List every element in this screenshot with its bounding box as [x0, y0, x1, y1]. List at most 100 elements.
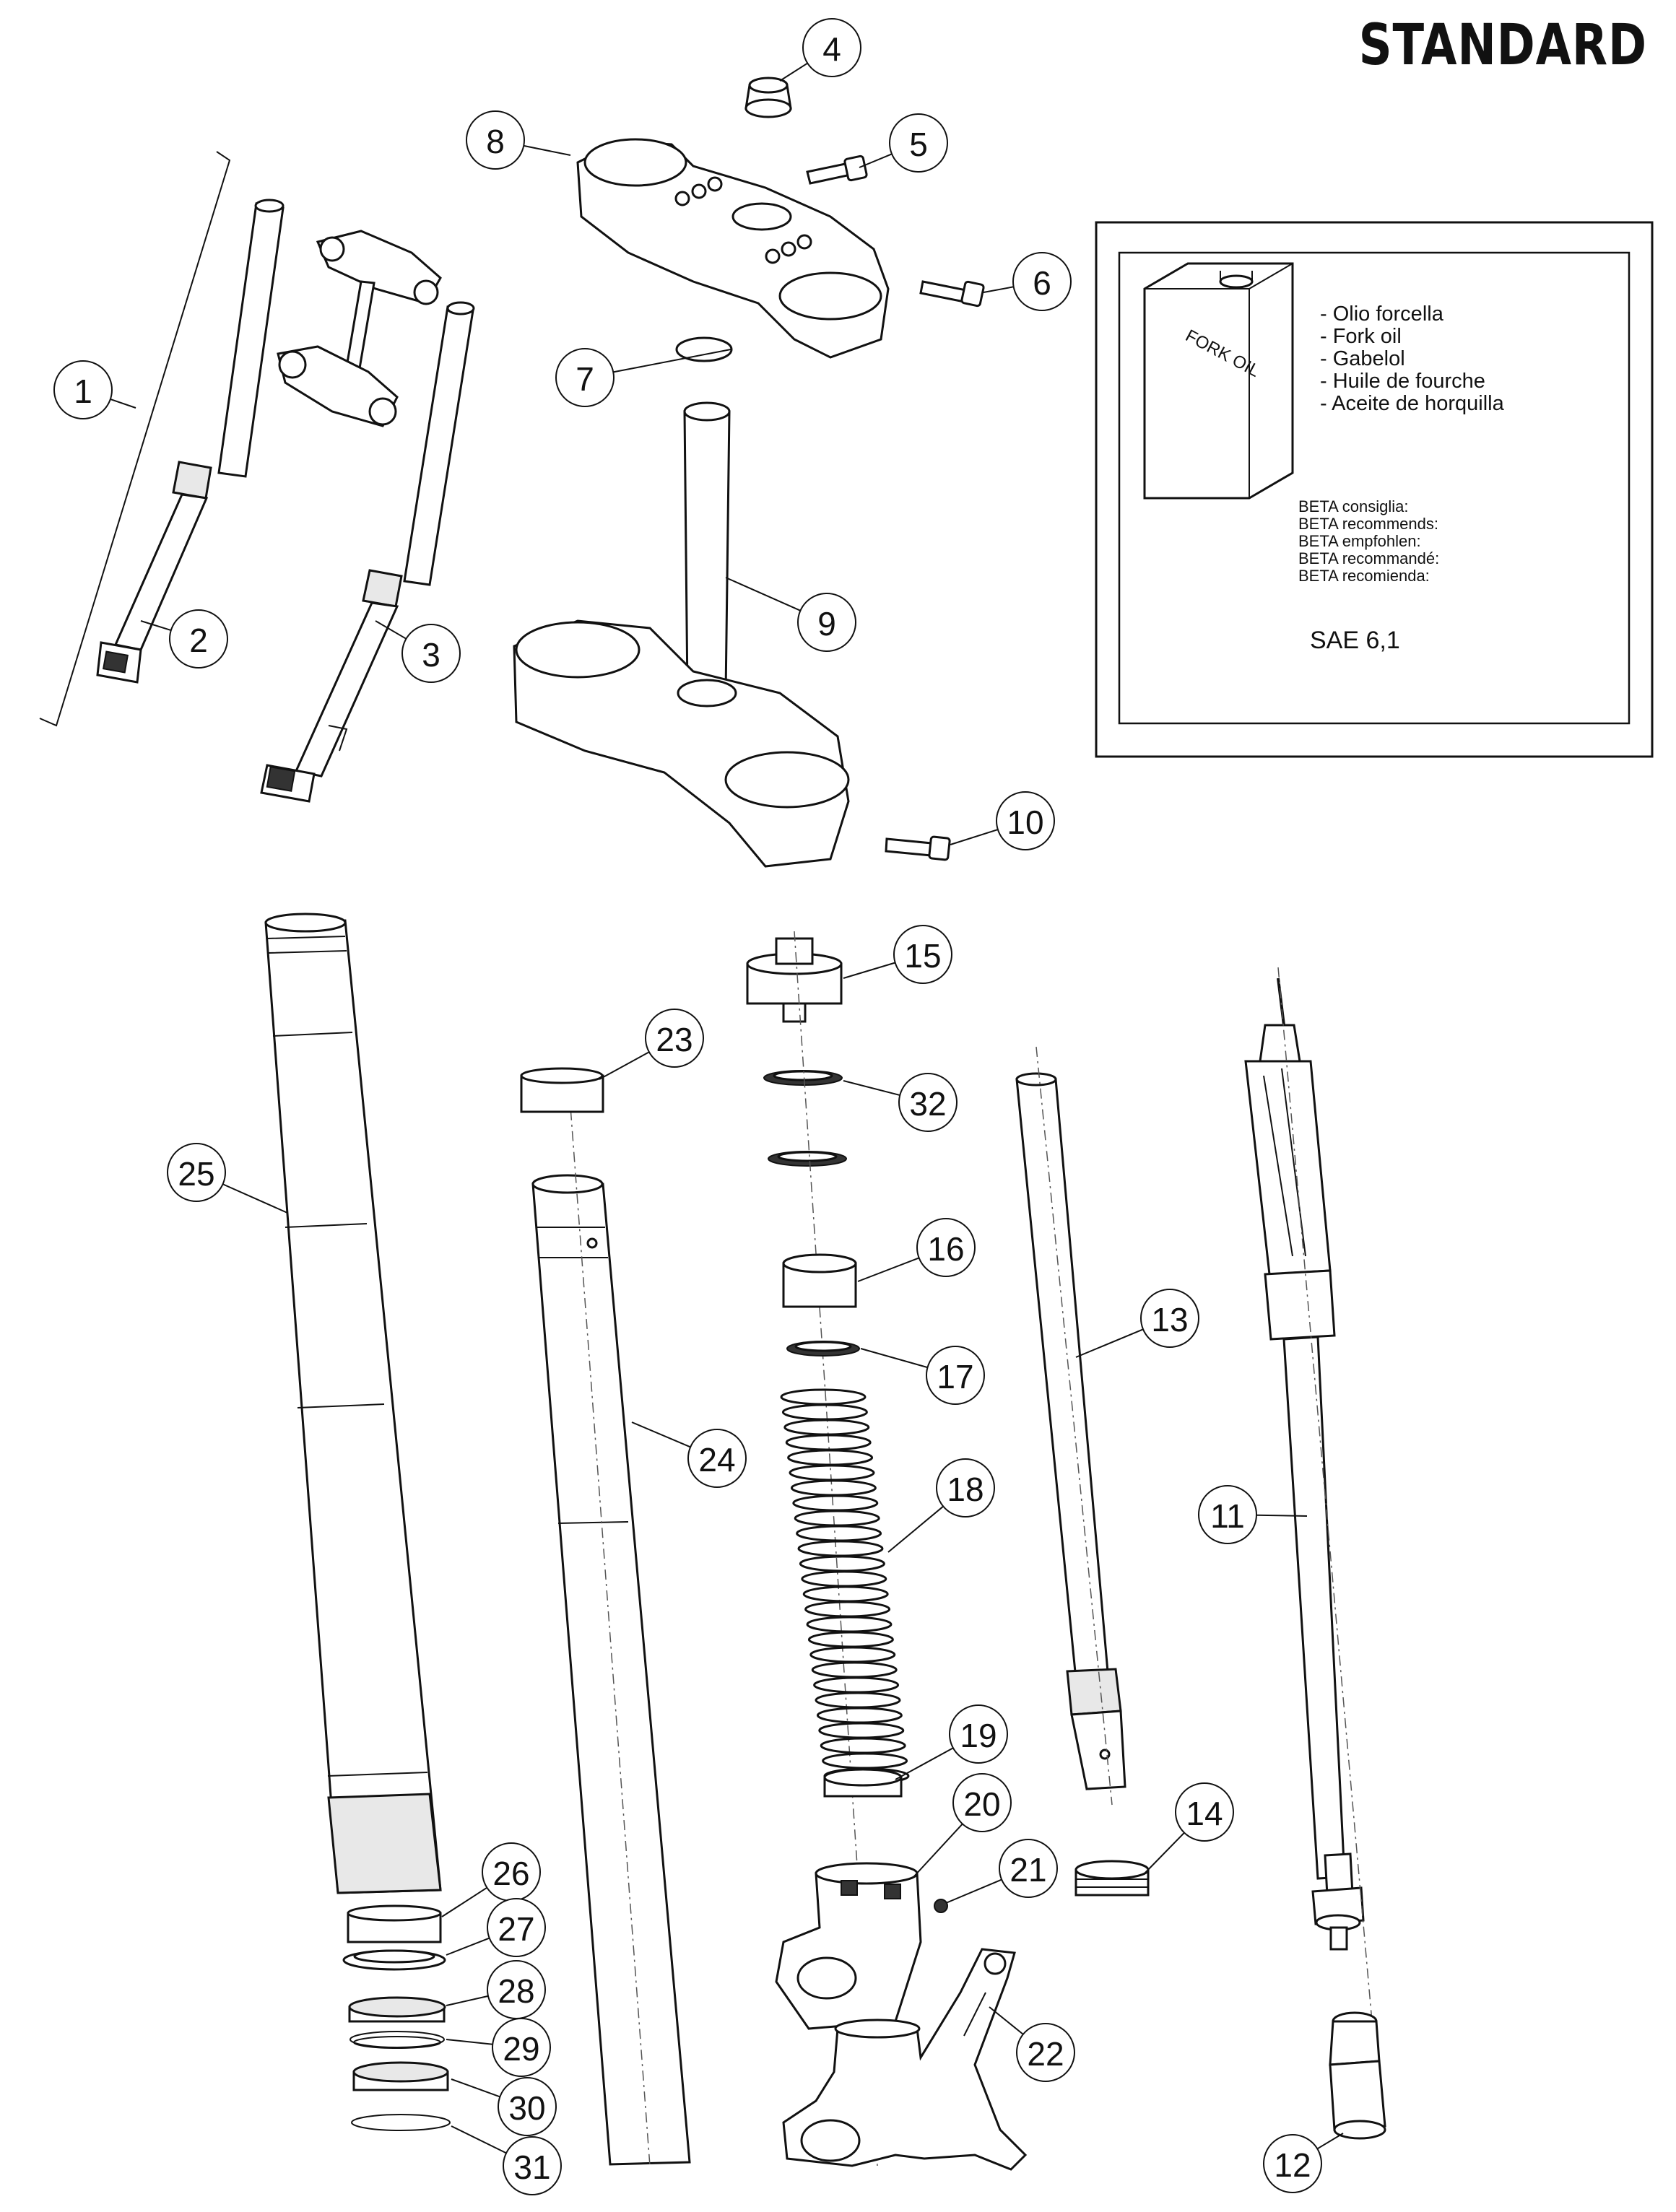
callout-17: 17: [926, 1346, 985, 1405]
leader-line-17: [860, 1348, 928, 1369]
callout-circle-10: [996, 791, 1055, 850]
spring-coil: [781, 1403, 868, 1421]
callout-circle-16: [916, 1218, 976, 1277]
callout-circle-20: [952, 1773, 1012, 1832]
leader-line-15: [843, 962, 895, 979]
leader-line-10: [950, 829, 999, 845]
callout-circle-22: [1016, 2023, 1075, 2082]
callout-circle-2: [169, 609, 228, 669]
callout-circle-14: [1175, 1782, 1234, 1842]
callout-27: 27: [487, 1898, 546, 1957]
top-nut-drawing: [744, 77, 792, 118]
spring-coil: [797, 1540, 884, 1557]
callout-number-14: 14: [1186, 1795, 1223, 1832]
callout-number-8: 8: [486, 123, 505, 160]
callout-12: 12: [1263, 2134, 1322, 2193]
callout-19: 19: [949, 1704, 1008, 1764]
callout-4: 4: [802, 18, 861, 77]
oil-name-it: - Olio forcella: [1320, 302, 1443, 326]
callout-9: 9: [797, 593, 856, 652]
leader-line-2: [140, 620, 172, 632]
cartridge-11-drawing: [1244, 967, 1373, 2022]
leader-line-4: [779, 62, 808, 82]
fork-oil-names: - Olio forcella - Fork oil - Gabelol - H…: [1320, 303, 1504, 415]
steering-stem-drawing: [513, 401, 850, 868]
callout-18: 18: [936, 1458, 995, 1518]
leader-line-14: [1144, 1832, 1185, 1874]
callout-16: 16: [916, 1218, 976, 1277]
recommends-en: BETA recommends:: [1298, 515, 1438, 533]
spring-coil: [811, 1661, 898, 1678]
ring-19-drawing: [823, 1768, 903, 1798]
leader-line-31: [451, 2125, 507, 2154]
callout-number-5: 5: [909, 126, 928, 163]
callout-6: 6: [1012, 252, 1072, 311]
beta-recommends: BETA consiglia: BETA recommends: BETA em…: [1298, 498, 1439, 585]
fork-foot-20-drawing: [775, 1862, 922, 2030]
leader-line-16: [857, 1257, 920, 1282]
callout-number-12: 12: [1274, 2146, 1311, 2184]
callout-circle-25: [167, 1143, 226, 1202]
callout-20: 20: [952, 1773, 1012, 1832]
callout-circle-31: [503, 2136, 562, 2195]
leader-line-29: [446, 2039, 493, 2045]
callout-5: 5: [889, 113, 948, 173]
screw-21-drawing: [934, 1899, 948, 1913]
leader-line-19: [895, 1747, 954, 1780]
callout-number-15: 15: [904, 937, 941, 975]
callout-circle-11: [1198, 1485, 1257, 1544]
callout-circle-17: [926, 1346, 985, 1405]
recommends-it: BETA consiglia:: [1298, 497, 1409, 515]
spring-coil: [818, 1722, 905, 1739]
callout-circle-1: [53, 360, 113, 419]
oil-name-de: - Gabelol: [1320, 347, 1405, 370]
callout-number-1: 1: [74, 373, 92, 410]
callout-number-26: 26: [492, 1855, 529, 1892]
spring-drawing: [780, 1388, 910, 1785]
fork-cap-drawing: [746, 937, 843, 1023]
outer-tube-drawing: [264, 913, 442, 1894]
callout-circle-21: [999, 1839, 1058, 1898]
callout-circle-19: [949, 1704, 1008, 1764]
callout-circle-12: [1263, 2134, 1322, 2193]
upper-triple-clamp-drawing: [576, 138, 890, 359]
right-fork-leg-drawing: [260, 301, 475, 803]
callout-number-29: 29: [503, 2030, 539, 2068]
spring-coil: [780, 1388, 867, 1406]
callout-number-20: 20: [963, 1785, 1000, 1823]
damper-tube-13-drawing: [1015, 1046, 1126, 1806]
callout-28: 28: [487, 1960, 546, 2019]
callout-number-16: 16: [927, 1230, 964, 1268]
callout-number-13: 13: [1151, 1301, 1188, 1338]
callout-circle-5: [889, 113, 948, 173]
callout-number-2: 2: [189, 622, 208, 659]
leader-line-28: [446, 1995, 489, 2006]
seal-stack-drawing: [342, 1904, 451, 2131]
spring-coil: [801, 1570, 887, 1588]
oil-name-en: - Fork oil: [1320, 325, 1402, 348]
callout-13: 13: [1140, 1289, 1199, 1348]
leader-line-1: [110, 399, 136, 409]
bushing-23-drawing: [520, 1067, 604, 1113]
callout-14: 14: [1175, 1782, 1234, 1842]
callout-2: 2: [169, 609, 228, 669]
recommends-fr: BETA recommandé:: [1298, 549, 1440, 567]
callout-circle-4: [802, 18, 861, 77]
o-ring-drawing: [675, 336, 733, 362]
callout-circle-18: [936, 1458, 995, 1518]
callout-number-25: 25: [178, 1155, 214, 1193]
leader-line-8: [524, 144, 571, 156]
callout-number-18: 18: [947, 1471, 984, 1508]
leader-line-24: [631, 1421, 691, 1448]
spring-coil: [807, 1631, 894, 1648]
small-triple-clamp-drawing: [277, 230, 442, 427]
callout-number-28: 28: [498, 1972, 534, 2010]
spring-coil: [822, 1752, 908, 1769]
callout-number-31: 31: [513, 2148, 550, 2186]
bolt-6-drawing: [919, 280, 985, 308]
callout-number-7: 7: [576, 360, 594, 398]
complete-fork-bracket: [39, 151, 231, 727]
leader-line-23: [599, 1051, 650, 1080]
callout-circle-24: [687, 1429, 747, 1488]
callout-number-23: 23: [656, 1021, 692, 1058]
